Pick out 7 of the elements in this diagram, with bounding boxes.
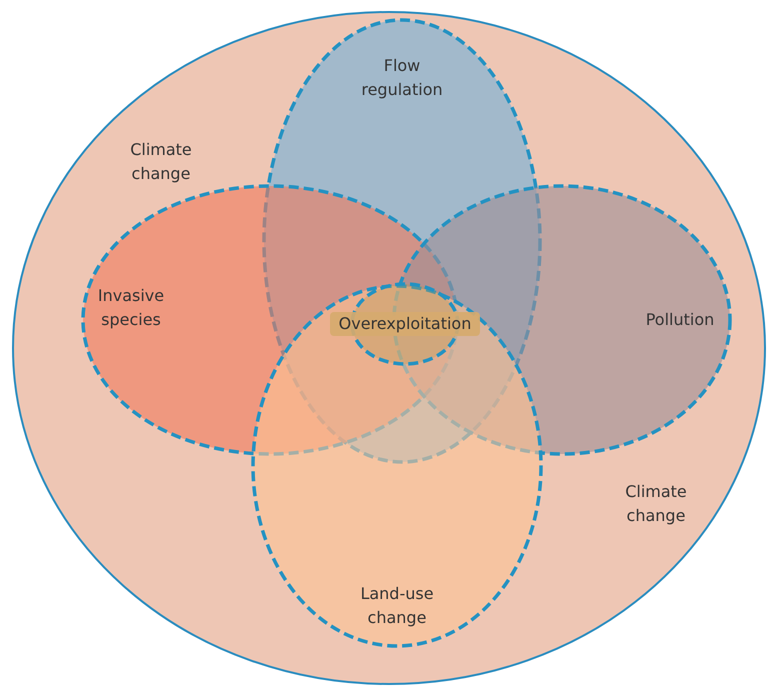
region-label: Climate change — [624, 481, 688, 527]
region-label: Land-use change — [359, 583, 435, 629]
region-label: Climate change — [129, 139, 193, 185]
region-label: Overexploitation — [330, 312, 480, 336]
region-label: Pollution — [644, 309, 716, 331]
region-label: Invasive species — [96, 285, 166, 331]
region-label: Flow regulation — [360, 55, 444, 101]
